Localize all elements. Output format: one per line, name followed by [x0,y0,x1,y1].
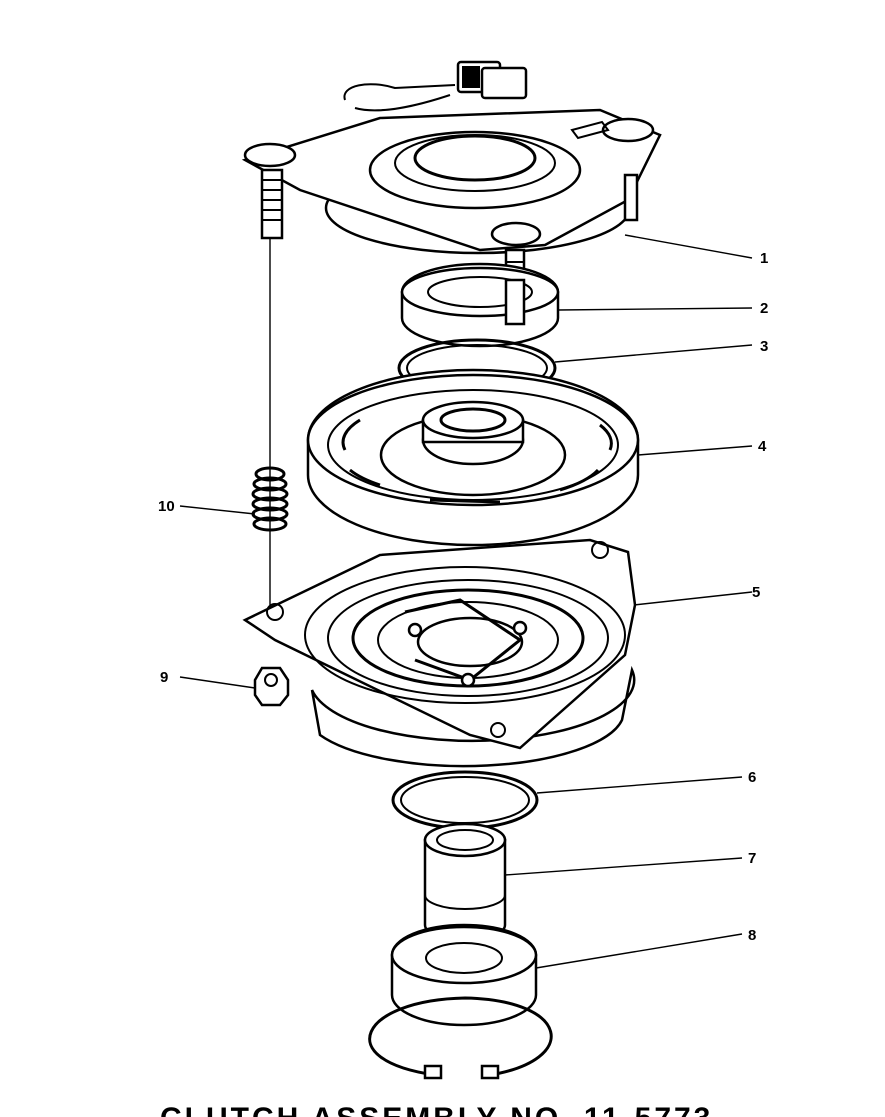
diagram-title: CLUTCH ASSEMBLY NO. 11-5773 [160,1102,713,1117]
callout-5: 5 [752,584,760,601]
callout-7: 7 [748,850,756,867]
callout-10: 10 [158,498,175,515]
part-4-pulley-rotor [306,368,640,547]
part-10-spring [251,466,289,532]
callout-4: 4 [758,438,767,455]
part-2-bearing [400,262,560,348]
part-8-bearing [390,923,538,1027]
callout-8: 8 [748,927,756,944]
callout-1: 1 [760,250,768,267]
part-5-armature-plate [242,538,637,768]
callout-2: 2 [760,300,768,317]
part-9-nut [253,666,290,707]
part-6-snap-ring [391,770,539,830]
callout-3: 3 [760,338,768,355]
part-7-sleeve [423,822,507,942]
callout-9: 9 [160,669,168,686]
part-1-field-coil-plate [241,60,662,324]
callout-6: 6 [748,769,756,786]
retaining-ring [368,996,553,1080]
